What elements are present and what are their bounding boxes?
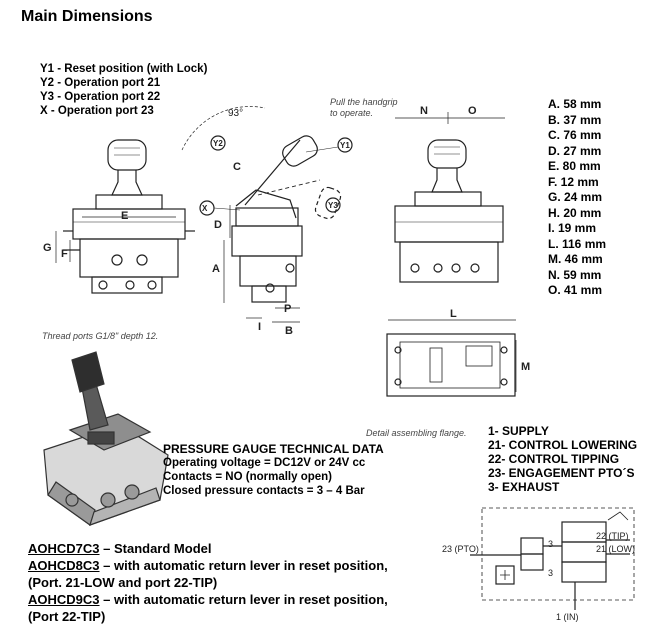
- dim-o: O. 41 mm: [548, 283, 603, 297]
- dim-e: E. 80 mm: [548, 159, 601, 173]
- product-sketch: [43, 351, 169, 526]
- schematic-label-inlet: 1 (IN): [556, 612, 579, 622]
- port-item-3: 3- EXHAUST: [488, 480, 560, 494]
- dim-g: G. 24 mm: [548, 190, 603, 204]
- legend-list: Y1 - Reset position (with Lock) Y2 - Ope…: [40, 62, 207, 118]
- model-desc: (Port. 21-LOW and port 22-TIP): [28, 575, 218, 590]
- gauge-line-pressure: Closed pressure contacts = 3 – 4 Bar: [163, 485, 365, 497]
- label-y2: Y2: [213, 139, 223, 148]
- model-code: AOHCD7C3: [28, 541, 100, 556]
- label-a: A: [212, 263, 220, 275]
- gauge-line-voltage: Operating voltage = DC12V or 24V cc: [163, 457, 366, 469]
- dim-i: I. 19 mm: [548, 221, 597, 235]
- label-l: L: [450, 308, 457, 320]
- flange-note: Detail assembling flange.: [366, 428, 467, 438]
- label-d: D: [214, 219, 222, 231]
- page-title: Main Dimensions: [21, 8, 153, 25]
- port-list: 1- SUPPLY 21- CONTROL LOWERING 22- CONTR…: [488, 424, 637, 494]
- model-code: AOHCD9C3: [28, 592, 100, 607]
- label-e: E: [121, 210, 128, 222]
- label-c: C: [233, 161, 241, 173]
- label-f: F: [61, 248, 68, 260]
- label-o: O: [468, 105, 477, 117]
- dim-l: L. 116 mm: [548, 236, 607, 251]
- schematic-label-exhaust-b: 3: [548, 568, 553, 578]
- model-code: AOHCD8C3: [28, 558, 100, 573]
- schematic-label-pto: 23 (PTO): [442, 544, 479, 554]
- label-p: P: [284, 303, 291, 315]
- model-item-continued: (Port. 21-LOW and port 22-TIP): [28, 574, 388, 591]
- port-item-23: 23- ENGAGEMENT PTO´S: [488, 466, 635, 480]
- label-n: N: [420, 105, 428, 117]
- pneumatic-schematic: [470, 507, 635, 610]
- dim-b: B. 37 mm: [548, 112, 602, 127]
- flange-drawing: [386, 319, 517, 397]
- legend-item-y3: Y3 - Operation port 22: [40, 91, 161, 103]
- handgrip-note-line2: to operate.: [330, 108, 373, 118]
- label-g: G: [43, 242, 52, 254]
- port-item-21: 21- CONTROL LOWERING: [488, 438, 638, 452]
- dim-c: C. 76 mm: [548, 128, 602, 142]
- model-item-continued: (Port 22-TIP): [28, 608, 388, 625]
- legend-item-y1: Y1 - Reset position (with Lock): [40, 63, 208, 75]
- label-i: I: [258, 321, 261, 333]
- handgrip-note-line1: Pull the handgrip: [330, 97, 398, 107]
- angle-label: 93°: [228, 108, 243, 119]
- label-m: M: [521, 361, 530, 373]
- dim-h: H. 20 mm: [548, 205, 602, 220]
- gauge-heading: PRESSURE GAUGE TECHNICAL DATA: [163, 442, 384, 456]
- port-item-22: 22- CONTROL TIPPING: [488, 452, 620, 466]
- dim-m: M. 46 mm: [548, 252, 603, 266]
- model-item: AOHCD9C3 – with automatic return lever i…: [28, 591, 388, 608]
- label-y1: Y1: [340, 141, 350, 150]
- model-desc: – Standard Model: [99, 541, 212, 556]
- label-y3: Y3: [328, 201, 338, 210]
- right-view-drawing: [394, 112, 505, 283]
- schematic-label-tip: 22 (TIP): [596, 531, 629, 541]
- model-list: AOHCD7C3 – Standard Model AOHCD8C3 – wit…: [28, 540, 388, 625]
- model-desc: (Port 22-TIP): [28, 609, 106, 624]
- model-item: AOHCD8C3 – with automatic return lever i…: [28, 557, 388, 574]
- side-view-drawing: [181, 106, 353, 323]
- dim-a: A. 58 mm: [548, 97, 602, 111]
- model-desc: – with automatic return lever in reset p…: [99, 558, 388, 573]
- legend-item-x: X - Operation port 23: [40, 105, 154, 117]
- front-view-drawing: [55, 139, 195, 294]
- dim-d: D. 27 mm: [548, 143, 602, 158]
- dim-f: F. 12 mm: [548, 174, 599, 189]
- gauge-line-contacts: Contacts = NO (normally open): [163, 471, 333, 483]
- label-x: X: [202, 204, 208, 213]
- legend-item-y2: Y2 - Operation port 21: [40, 77, 161, 89]
- schematic-label-low: 21 (LOW): [596, 544, 635, 554]
- model-desc: – with automatic return lever in reset p…: [99, 592, 388, 607]
- dim-n: N. 59 mm: [548, 267, 602, 282]
- schematic-label-exhaust-a: 3: [548, 539, 553, 549]
- model-item: AOHCD7C3 – Standard Model: [28, 540, 388, 557]
- label-b: B: [285, 325, 293, 337]
- thread-note: Thread ports G1/8" depth 12.: [42, 331, 158, 341]
- port-item-1: 1- SUPPLY: [488, 424, 549, 438]
- gauge-data: PRESSURE GAUGE TECHNICAL DATA Operating …: [163, 442, 384, 498]
- dimension-list: A. 58 mm B. 37 mm C. 76 mm D. 27 mm E. 8…: [548, 97, 606, 299]
